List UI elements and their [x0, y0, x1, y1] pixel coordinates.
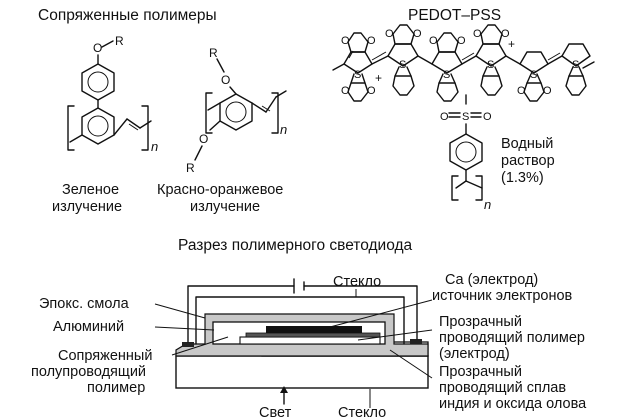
leader-lines [154, 289, 433, 408]
green-oxygen-label: O [93, 41, 102, 55]
ca-label-2: источник электронов [432, 288, 573, 304]
dioxy-oxygen-2a: O [385, 28, 394, 40]
left-contact [182, 342, 194, 347]
orange-polymer-structure: R O n O R [186, 46, 287, 175]
orange-repeat-n: n [280, 122, 287, 137]
dioxy-oxygen-4b: O [501, 28, 510, 40]
solution-label-3: (1.3%) [501, 170, 544, 186]
glass-cover [195, 296, 405, 345]
green-polymer-structure: R O n [67, 34, 158, 154]
conjugated-polymers-title: Сопряженные полимеры [38, 7, 217, 24]
thiophene-sulfur-2: S [399, 59, 406, 71]
ito-label-3: индия и оксида олова [439, 396, 587, 412]
dioxy-oxygen-2b: O [413, 28, 422, 40]
ito-label-1: Прозрачный [439, 364, 522, 380]
orange-oxygen-top: O [221, 73, 230, 87]
pedot-charge-2: + [508, 37, 515, 51]
pedot-unit-6: S [561, 43, 591, 96]
transparent-polymer-label-2: проводящий полимер [439, 330, 585, 346]
pedot-unit-3: S O O [429, 32, 466, 102]
solution-label-2: раствор [501, 153, 555, 169]
glass-bottom-label: Стекло [338, 405, 386, 420]
pss-sulfur: S [462, 111, 469, 123]
dioxy-oxygen-1d: O [367, 85, 376, 97]
pss-repeat-n: n [484, 197, 491, 212]
thiophene-sulfur-6: S [572, 59, 579, 71]
thiophene-sulfur-1: S [354, 69, 361, 81]
thiophene-sulfur-5: S [530, 69, 537, 81]
dioxy-oxygen-5b: O [543, 85, 552, 97]
ca-electrode [266, 326, 362, 333]
dioxy-oxygen-3a: O [429, 35, 438, 47]
pss-oxygen-right: O [483, 111, 492, 123]
pedot-unit-2: S O O [385, 24, 422, 96]
green-caption-2: излучение [52, 199, 122, 215]
semiconducting-label-3: полимер [87, 380, 145, 396]
light-arrows [280, 386, 288, 405]
right-contact [410, 339, 422, 344]
ca-label-1: Ca (электрод) [445, 272, 538, 288]
orange-oxygen-bottom: O [199, 132, 208, 146]
orange-substituent-top: R [209, 46, 218, 60]
epoxy-label: Эпокс. смола [39, 296, 130, 312]
dioxy-oxygen-5a: O [517, 85, 526, 97]
ito-label-2: проводящий сплав [439, 380, 566, 396]
semiconducting-polymer-layer [245, 332, 381, 338]
orange-caption-2: излучение [190, 199, 260, 215]
circuit-wire [187, 285, 418, 343]
orange-caption-1: Красно-оранжевое [157, 182, 283, 198]
glass-top-label: Стекло [333, 274, 381, 290]
dioxy-oxygen-4a: O [473, 28, 482, 40]
light-label: Свет [259, 405, 292, 420]
thiophene-sulfur-3: S [443, 69, 450, 81]
orange-substituent-bottom: R [186, 161, 195, 175]
green-repeat-n: n [151, 139, 158, 154]
pedot-chain: S O O O O + S O O S [332, 24, 595, 102]
oled-device [175, 278, 429, 389]
dioxy-oxygen-3b: O [457, 35, 466, 47]
pedot-unit-4: S O O + [473, 24, 515, 96]
aluminum-label: Алюминий [53, 319, 124, 335]
pedot-title: PEDOT–PSS [408, 7, 501, 24]
pss-structure: O S O n [440, 94, 492, 212]
transparent-polymer-label-1: Прозрачный [439, 314, 522, 330]
oled-title: Разрез полимерного светодиода [178, 237, 413, 254]
pss-oxygen-left: O [440, 111, 449, 123]
transparent-polymer-layer [239, 336, 381, 345]
semiconducting-label-1: Сопряженный [58, 348, 152, 364]
dioxy-oxygen-1a: O [341, 35, 350, 47]
dioxy-oxygen-1c: O [341, 85, 350, 97]
green-caption-1: Зеленое [62, 182, 119, 198]
glass-substrate [175, 355, 429, 389]
transparent-polymer-label-3: (электрод) [439, 346, 510, 362]
green-substituent-label: R [115, 34, 124, 48]
semiconducting-label-2: полупроводящий [31, 364, 146, 380]
thiophene-sulfur-4: S [487, 59, 494, 71]
pedot-unit-1: S O O O O + [341, 32, 382, 102]
solution-label-1: Водный [501, 136, 553, 152]
pedot-charge-1: + [375, 71, 382, 85]
dioxy-oxygen-1b: O [367, 35, 376, 47]
pedot-unit-5: S O O [517, 51, 552, 102]
